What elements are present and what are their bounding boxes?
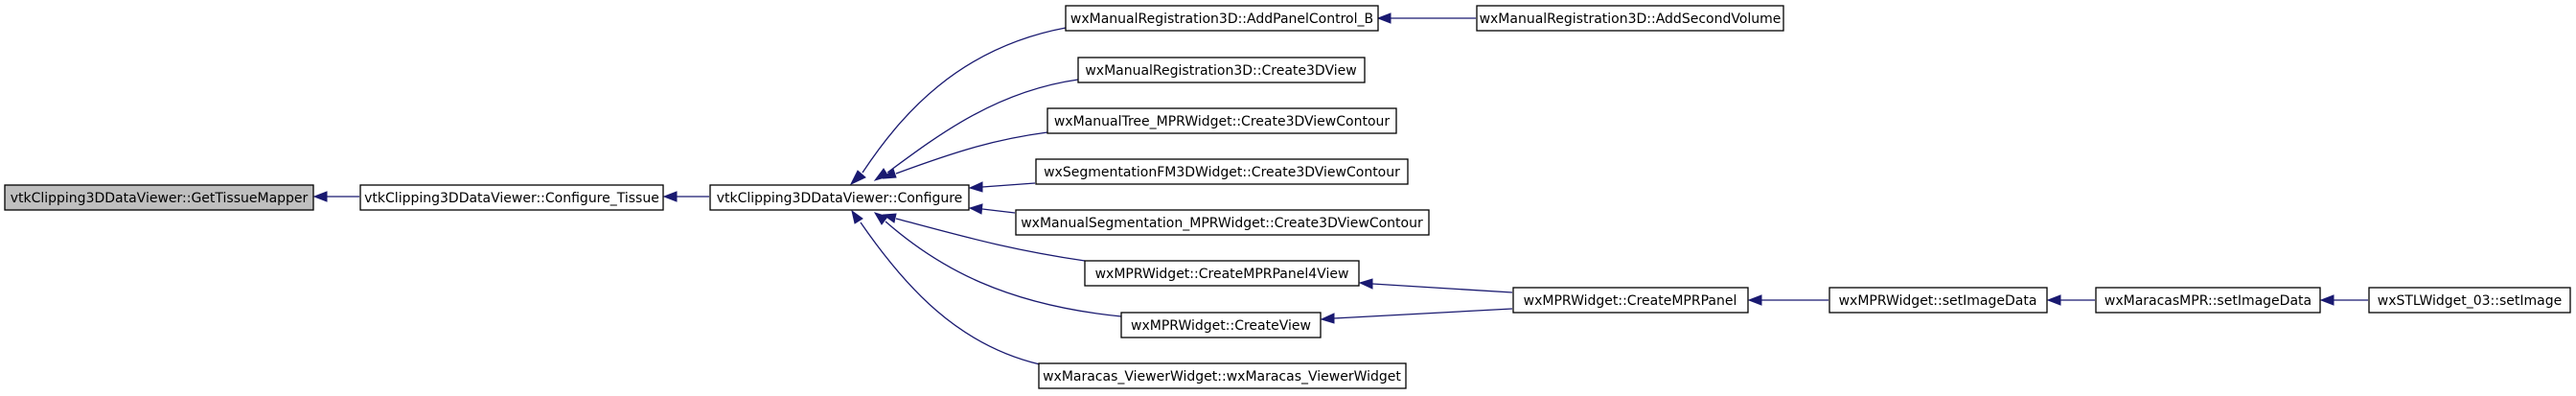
node-configure-tissue[interactable]: vtkClipping3DDataViewer::Configure_Tissu… <box>359 184 664 211</box>
node-createmprpanel4view[interactable]: wxMPRWidget::CreateMPRPanel4View <box>1084 260 1360 287</box>
node-configure[interactable]: vtkClipping3DDataViewer::Configure <box>709 184 970 211</box>
edge-createmprpanel-to-createmprpanel4view <box>1358 278 1513 293</box>
node-manualsegmentation-create3dviewcontour[interactable]: wxManualSegmentation_MPRWidget::Create3D… <box>1015 209 1430 236</box>
node-maracas-viewerwidget[interactable]: wxMaracas_ViewerWidget::wxMaracas_Viewer… <box>1038 362 1407 389</box>
node-manualtree-create3dviewcontour[interactable]: wxManualTree_MPRWidget::Create3DViewCont… <box>1046 107 1397 134</box>
node-label: vtkClipping3DDataViewer::Configure_Tissu… <box>364 191 659 206</box>
node-label: wxMaracasMPR::setImageData <box>2104 293 2312 309</box>
node-label: vtkClipping3DDataViewer::Configure <box>717 191 963 206</box>
node-label: wxManualRegistration3D::AddPanelControl_… <box>1070 12 1373 27</box>
node-maracasmpr-setimagedata[interactable]: wxMaracasMPR::setImageData <box>2095 287 2321 314</box>
edge-manualtree-contour-to-configure <box>882 131 1048 179</box>
edge-viewerwidget-to-configure <box>851 209 1041 365</box>
edge-configure-tissue-to-gettissuemapper <box>312 191 359 202</box>
node-label: wxSegmentationFM3DWidget::Create3DViewCo… <box>1044 165 1400 180</box>
node-stlwidget-setimage[interactable]: wxSTLWidget_03::setImage <box>2368 287 2571 314</box>
node-label: wxMaracas_ViewerWidget::wxMaracas_Viewer… <box>1043 369 1401 384</box>
node-label: wxMPRWidget::CreateMPRPanel <box>1524 293 1737 309</box>
node-createmprpanel[interactable]: wxMPRWidget::CreateMPRPanel <box>1512 287 1749 314</box>
node-label: wxMPRWidget::setImageData <box>1839 293 2037 309</box>
node-createview[interactable]: wxMPRWidget::CreateView <box>1120 312 1322 338</box>
node-mprwidget-setimagedata[interactable]: wxMPRWidget::setImageData <box>1828 287 2048 314</box>
node-label: wxManualSegmentation_MPRWidget::Create3D… <box>1021 216 1423 231</box>
node-label: wxManualTree_MPRWidget::Create3DViewCont… <box>1054 114 1391 129</box>
node-label: wxManualRegistration3D::Create3DView <box>1085 63 1356 79</box>
edge-addpanelcontrol-b-to-configure <box>849 27 1067 186</box>
edge-segmentationfm3d-contour-to-configure <box>968 181 1036 193</box>
node-segmentationfm3d-create3dviewcontour[interactable]: wxSegmentationFM3DWidget::Create3DViewCo… <box>1035 158 1409 185</box>
node-label: wxMPRWidget::CreateView <box>1131 318 1311 334</box>
node-label: wxMPRWidget::CreateMPRPanel4View <box>1095 267 1349 282</box>
node-label: vtkClipping3DDataViewer::GetTissueMapper <box>11 191 309 206</box>
edge-createview-to-configure <box>873 212 1122 317</box>
edge-configure-to-configure-tissue <box>662 191 709 202</box>
edge-stlwidget-setimage-to-maracasmpr-setimagedata <box>2319 294 2368 306</box>
node-label: wxSTLWidget_03::setImage <box>2378 293 2562 309</box>
node-addsecondvolume[interactable]: wxManualRegistration3D::AddSecondVolume <box>1476 5 1784 32</box>
node-gettissuemapper[interactable]: vtkClipping3DDataViewer::GetTissueMapper <box>4 184 314 211</box>
node-label: wxManualRegistration3D::AddSecondVolume <box>1480 12 1782 27</box>
node-create3dview[interactable]: wxManualRegistration3D::Create3DView <box>1077 57 1366 83</box>
edge-addsecondvolume-to-addpanelcontrol-b <box>1376 12 1476 24</box>
edge-setimagedata-to-createmprpanel <box>1747 294 1828 306</box>
node-addpanelcontrol-b[interactable]: wxManualRegistration3D::AddPanelControl_… <box>1065 5 1379 32</box>
edge-createmprpanel-to-createview <box>1320 308 1513 324</box>
edge-maracasmpr-setimagedata-to-setimagedata <box>2046 294 2095 306</box>
edge-manualsegmentation-contour-to-configure <box>968 203 1016 215</box>
